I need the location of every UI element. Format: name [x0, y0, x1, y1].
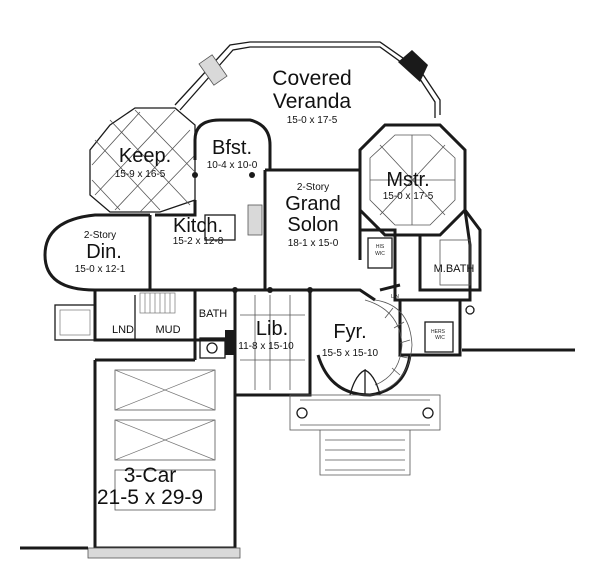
kitch-dims: 15-2 x 12-8: [173, 236, 224, 247]
garage-dims: 21-5 x 29-9: [97, 486, 203, 509]
solon-title-line2: Solon: [287, 214, 338, 236]
curved-stair: [374, 299, 413, 393]
din-dims: 15-0 x 12-1: [75, 264, 126, 275]
lib-name: Lib.: [256, 318, 288, 340]
tub: [439, 239, 471, 286]
solon-title-line1: Grand: [285, 193, 341, 215]
mstr-dims: 15-0 x 17-5: [383, 191, 434, 202]
keeping-room-area: [89, 107, 196, 213]
veranda-title-line2: Veranda: [273, 90, 352, 113]
columns: [192, 172, 313, 293]
mstr-name: Mstr.: [386, 169, 429, 191]
din-story: 2-Story: [84, 230, 116, 241]
keep-name: Keep.: [119, 145, 171, 167]
veranda-dims: 15-0 x 17-5: [287, 115, 338, 126]
lin-label: LIN: [391, 294, 399, 300]
din-name: Din.: [86, 241, 122, 263]
his-label: HIS: [376, 244, 385, 250]
mud-name: MUD: [155, 324, 180, 336]
keep-dims: 15-9 x 16-5: [115, 169, 166, 180]
garage-area: [20, 358, 241, 559]
wic-left-label: WIC: [375, 251, 385, 257]
breakfast-bay-wall: [193, 118, 272, 170]
fyr-name: Fyr.: [333, 321, 366, 343]
mbath-name: M.BATH: [434, 263, 475, 275]
lnd-name: LND: [112, 324, 134, 336]
veranda-area: [174, 41, 441, 118]
grill: [198, 54, 228, 86]
fyr-dims: 15-5 x 15-10: [322, 348, 379, 359]
garage-title: 3-Car: [124, 464, 177, 487]
bfst-name: Bfst.: [212, 137, 252, 159]
lib-dims: 11-8 x 15-10: [238, 341, 294, 352]
wic-right-label: WIC: [435, 335, 445, 341]
kitchen-island: [204, 214, 236, 241]
kitch-name: Kitch.: [173, 215, 223, 237]
hers-label: HERS: [431, 329, 446, 335]
solon-story: 2-Story: [297, 182, 329, 193]
utility-wing: [54, 288, 237, 360]
front-porch: [289, 394, 441, 476]
kitchen-range: [247, 204, 263, 236]
solon-dims: 18-1 x 15-0: [288, 238, 339, 249]
chimney: [398, 50, 428, 82]
bfst-dims: 10-4 x 10-0: [207, 160, 258, 171]
veranda-title-line1: Covered: [272, 67, 351, 90]
bath-name: BATH: [199, 308, 228, 320]
house-walls: [43, 168, 575, 357]
